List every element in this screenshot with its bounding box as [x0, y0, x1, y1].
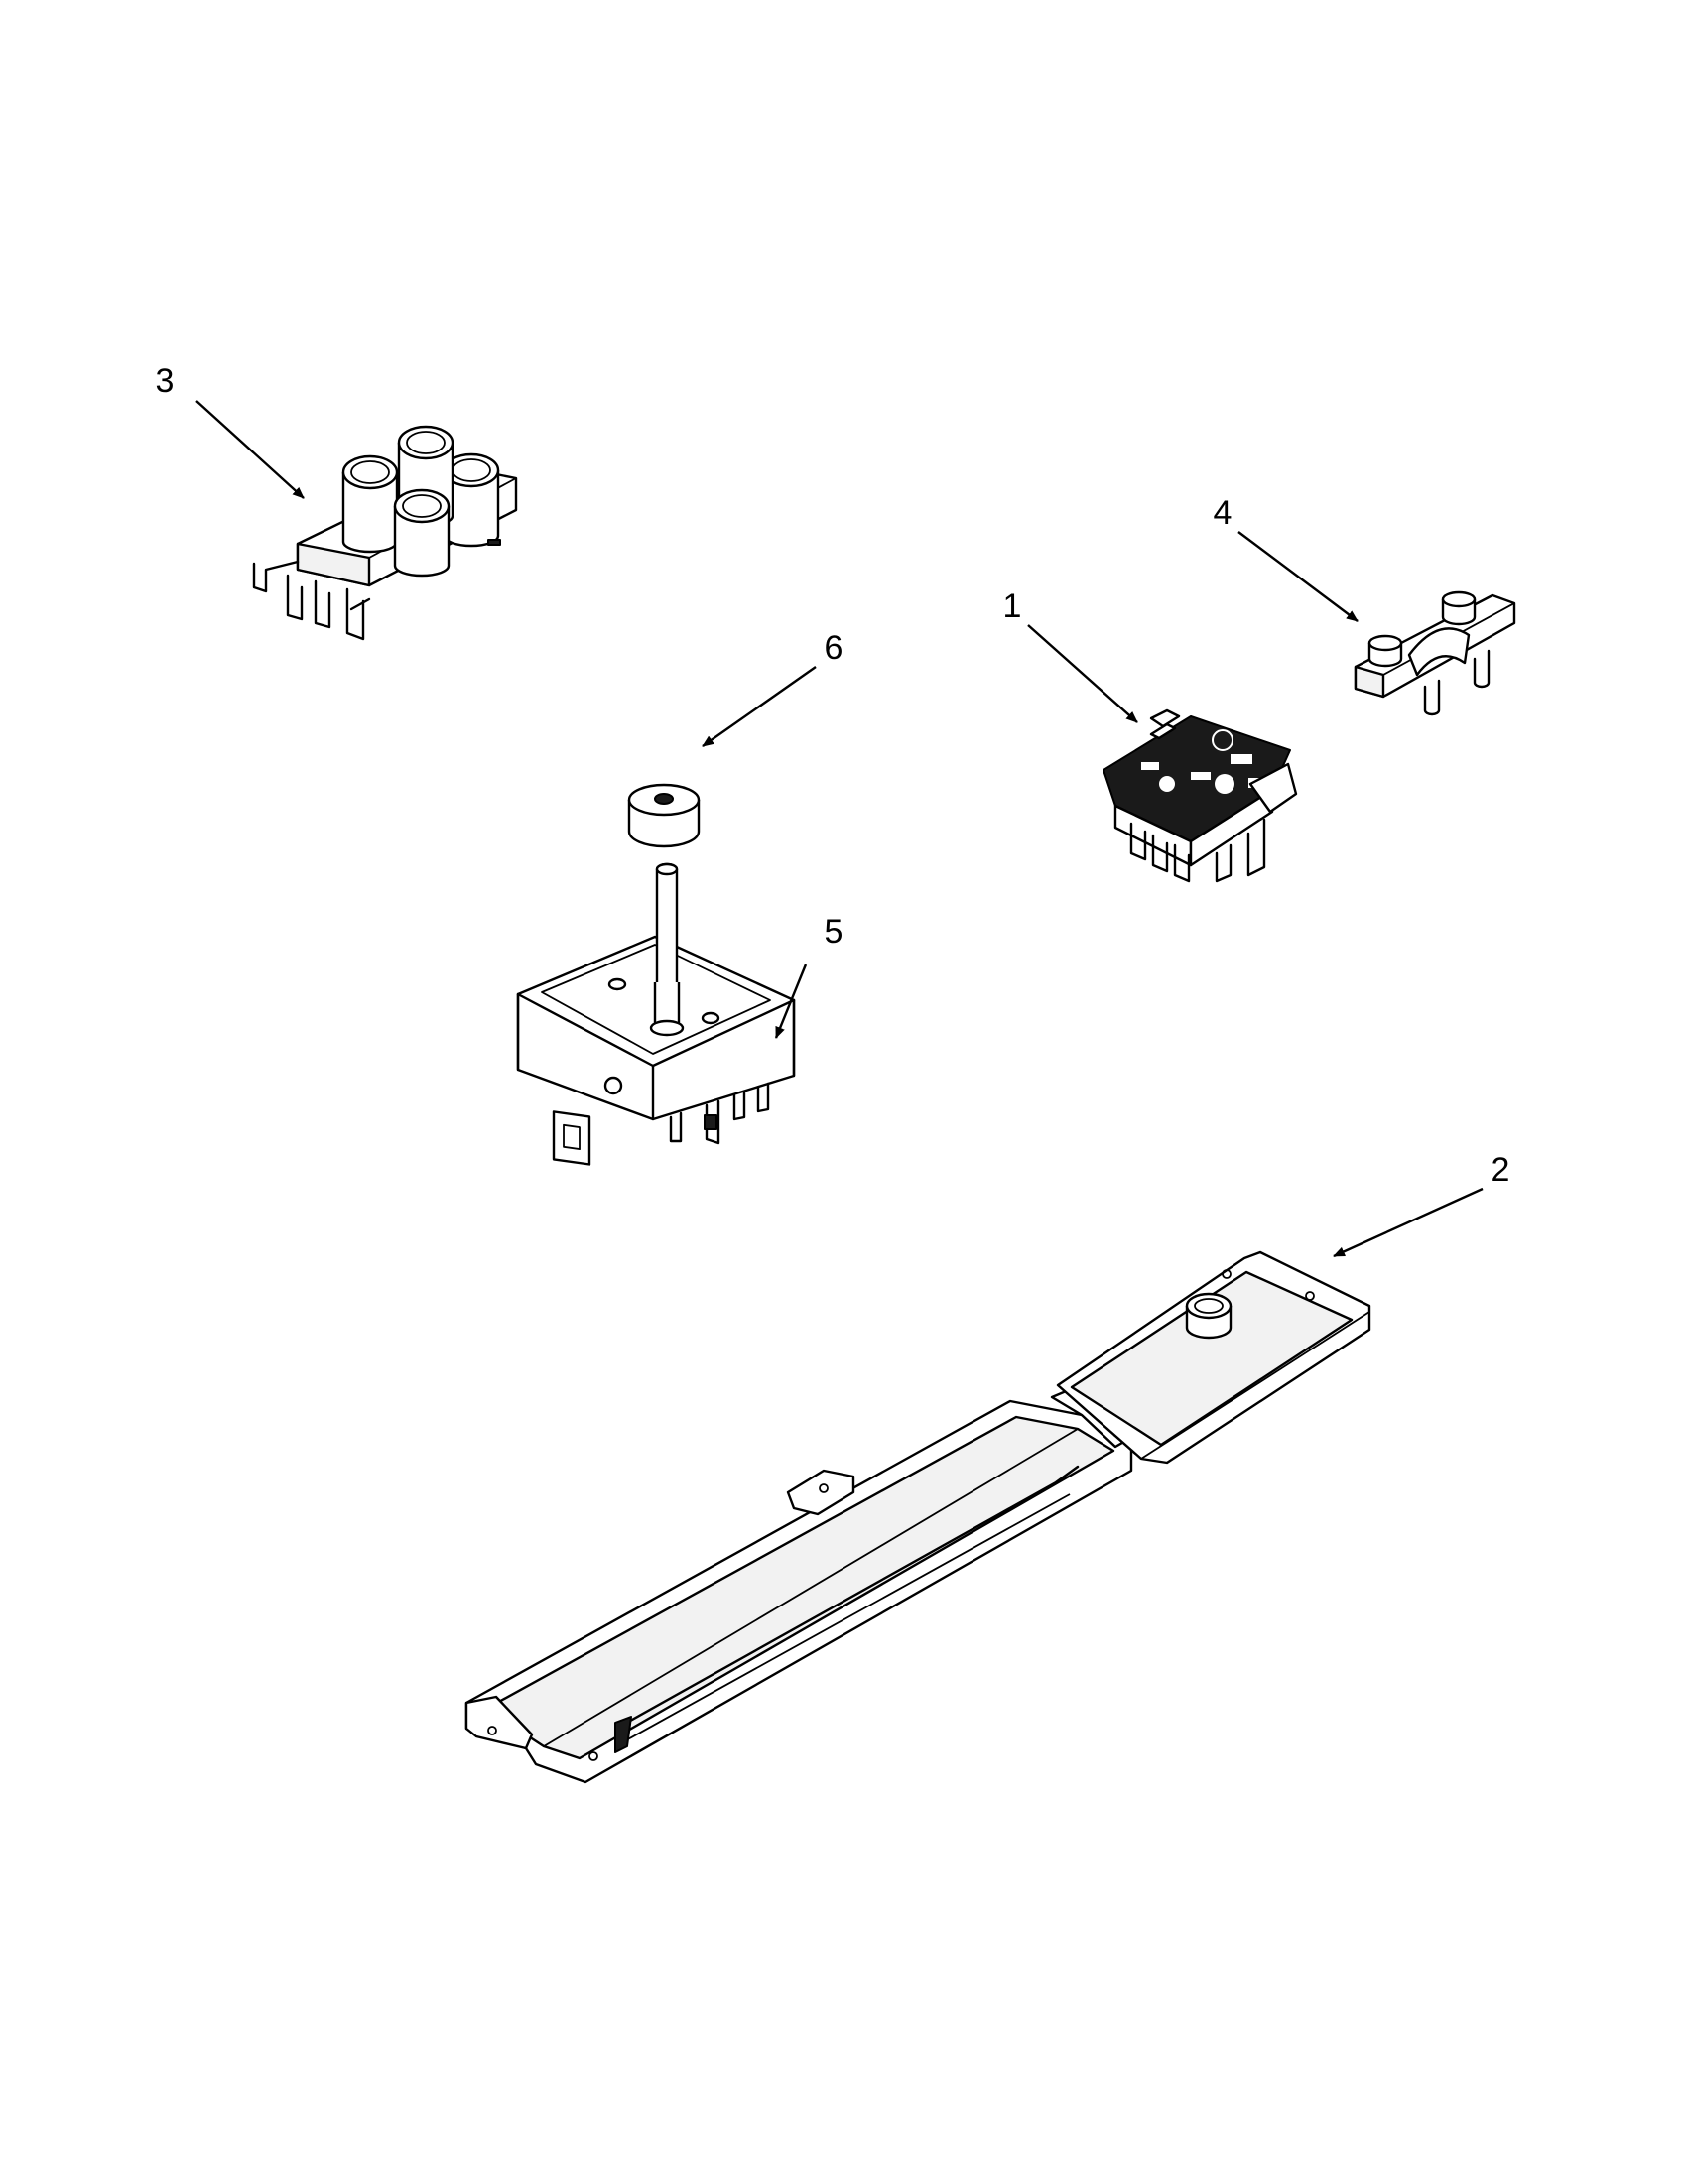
- callout-6: 6: [825, 629, 844, 667]
- leader-5: [774, 964, 808, 1039]
- leader-4: [1237, 531, 1359, 622]
- leader-3: [195, 400, 305, 499]
- part-3-terminal-block: [252, 425, 518, 641]
- part-5-infinite-switch: [516, 862, 796, 1166]
- leader-2: [1333, 1187, 1484, 1258]
- terminal-post: [393, 488, 451, 578]
- callout-5: 5: [825, 913, 844, 951]
- leader-1: [1027, 624, 1138, 723]
- part-4-bracket-clip: [1354, 590, 1516, 716]
- callout-2: 2: [1492, 1151, 1510, 1189]
- callout-4: 4: [1214, 494, 1233, 532]
- callout-1: 1: [1003, 587, 1022, 625]
- part-6-spacer: [627, 783, 701, 848]
- part-1-connector-block: [1103, 708, 1298, 883]
- terminal-post: [341, 454, 399, 554]
- part-2-tray-cover: [464, 1250, 1371, 1784]
- callout-3: 3: [156, 362, 175, 400]
- leader-6: [702, 666, 817, 747]
